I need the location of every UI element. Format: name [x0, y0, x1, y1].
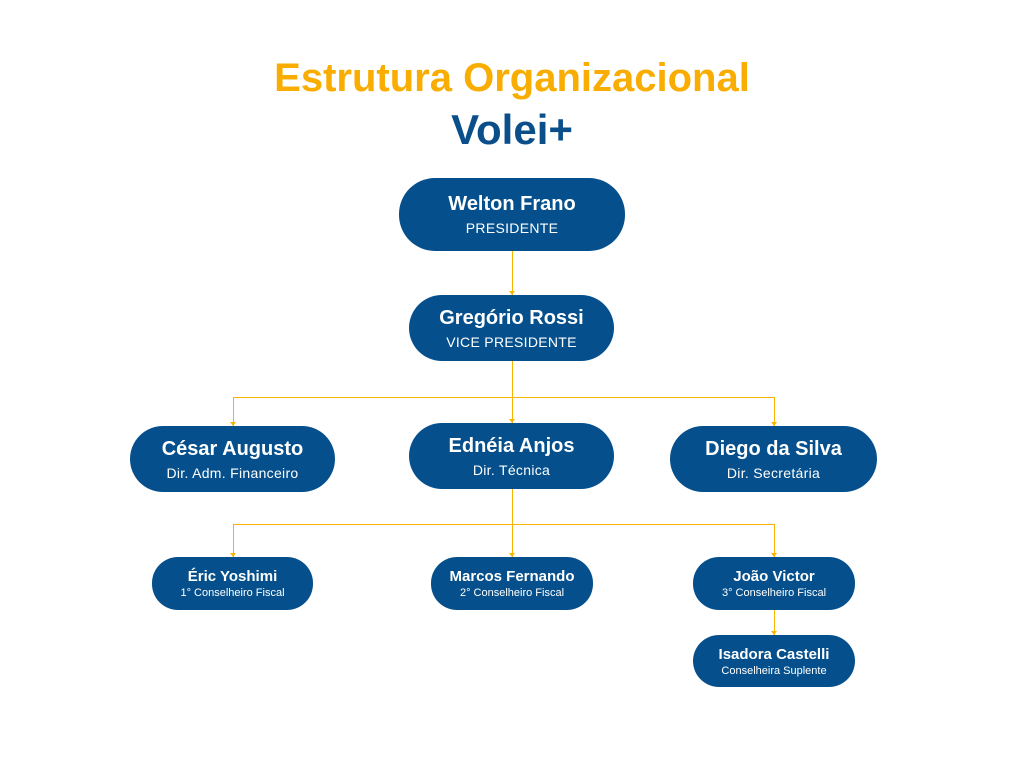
node-name: Marcos Fernando: [449, 568, 575, 585]
arrow-icon: [509, 419, 515, 423]
node-role: 3° Conselheiro Fiscal: [721, 587, 827, 599]
arrow-icon: [771, 631, 777, 635]
node-role: Conselheira Suplente: [721, 664, 827, 677]
node-name: Isadora Castelli: [718, 645, 830, 663]
connector: [512, 251, 513, 295]
node-role: 2° Conselheiro Fiscal: [459, 587, 565, 599]
node-name: João Victor: [733, 568, 815, 585]
node-name: Diego da Silva: [705, 437, 842, 460]
node-name: Éric Yoshimi: [187, 568, 278, 585]
arrow-icon: [230, 422, 236, 426]
node-name: Gregório Rossi: [439, 306, 584, 329]
arrow-icon: [509, 553, 515, 557]
node-conselheiro-1: Éric Yoshimi 1° Conselheiro Fiscal: [152, 557, 313, 610]
node-name: César Augusto: [161, 437, 304, 460]
connector: [774, 524, 775, 557]
node-role: Dir. Adm. Financeiro: [166, 464, 299, 481]
node-conselheiro-2: Marcos Fernando 2° Conselheiro Fiscal: [431, 557, 593, 610]
node-role: PRESIDENTE: [465, 220, 559, 236]
connector: [233, 524, 775, 525]
arrow-icon: [771, 553, 777, 557]
arrow-icon: [771, 422, 777, 426]
connector: [233, 524, 234, 557]
node-conselheiro-3: João Victor 3° Conselheiro Fiscal: [693, 557, 855, 610]
chart-subtitle: Volei+: [451, 106, 573, 153]
node-name: Welton Frano: [448, 193, 576, 215]
connector: [774, 610, 775, 635]
node-role: Dir. Secretária: [726, 464, 821, 481]
node-role: VICE PRESIDENTE: [446, 333, 577, 350]
connector: [512, 489, 513, 557]
node-role: 1° Conselheiro Fiscal: [180, 587, 285, 599]
connector: [233, 397, 234, 426]
arrow-icon: [230, 553, 236, 557]
connector: [233, 397, 775, 398]
chart-title: Estrutura Organizacional: [274, 56, 750, 100]
connector: [512, 361, 513, 423]
arrow-icon: [509, 291, 515, 295]
node-role: Dir. Técnica: [472, 461, 551, 478]
node-name: Ednéia Anjos: [448, 434, 575, 457]
connector: [774, 397, 775, 426]
